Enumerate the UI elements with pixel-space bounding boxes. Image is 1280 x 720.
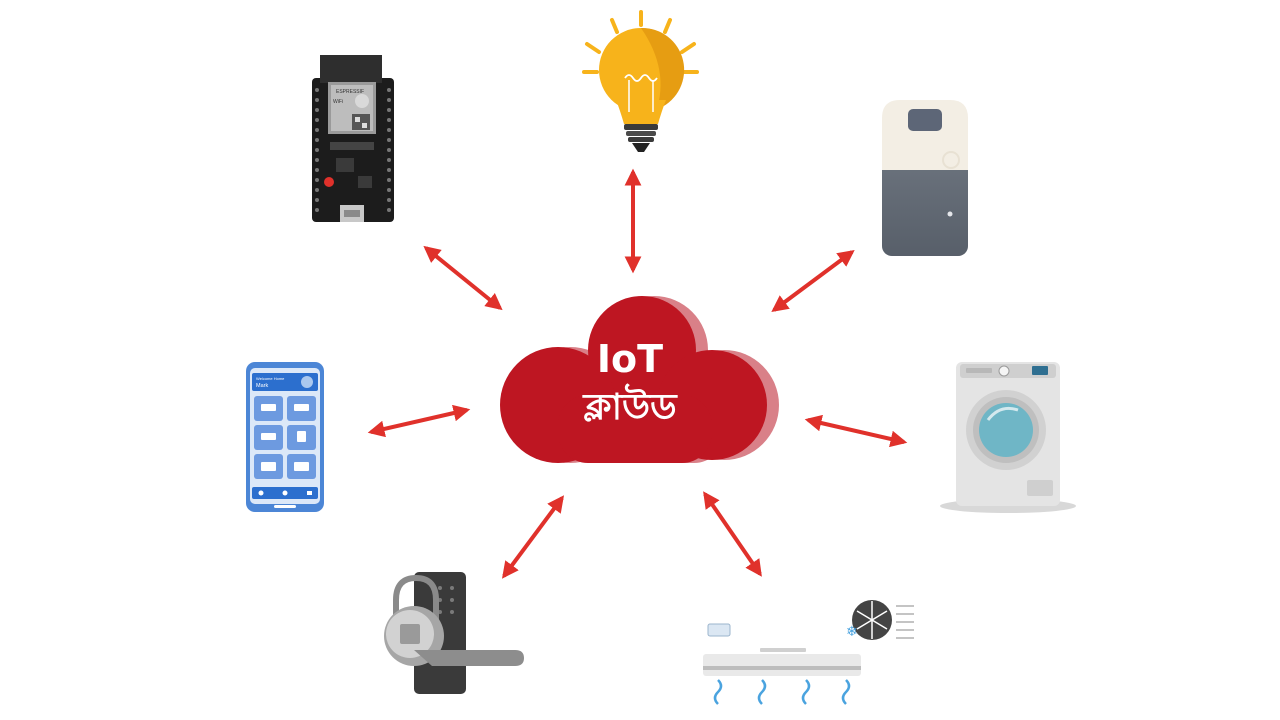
iot-cloud — [500, 296, 779, 463]
smart-speaker-icon — [882, 100, 968, 256]
arrow-lock — [501, 495, 565, 579]
esp32-board-icon: ESPRESSIF WiFi — [312, 55, 394, 222]
air-conditioner-icon: ❄ — [703, 596, 916, 705]
arrow-speaker — [771, 249, 855, 313]
light-bulb-icon — [582, 10, 699, 152]
smartphone-icon: Welcome Home Mark — [246, 362, 324, 512]
phone-greeting: Welcome Home — [256, 376, 285, 381]
door-lock-icon — [384, 572, 524, 694]
arrow-phone — [367, 404, 471, 438]
cloud-title: IoT — [596, 337, 664, 381]
arrow-ac — [703, 491, 762, 577]
washing-machine-icon — [940, 362, 1076, 513]
arrow-washer — [804, 414, 908, 448]
esp32-wifi-label: WiFi — [333, 99, 343, 105]
cloud-subtitle: ক্লাউড — [583, 387, 677, 428]
connection-arrows — [367, 168, 908, 579]
arrow-esp32 — [423, 245, 503, 311]
esp32-module-label: ESPRESSIF — [336, 89, 364, 95]
phone-user-name: Mark — [256, 383, 268, 389]
cloud-shape — [500, 296, 767, 463]
snowflake-icon: ❄ — [846, 624, 858, 640]
